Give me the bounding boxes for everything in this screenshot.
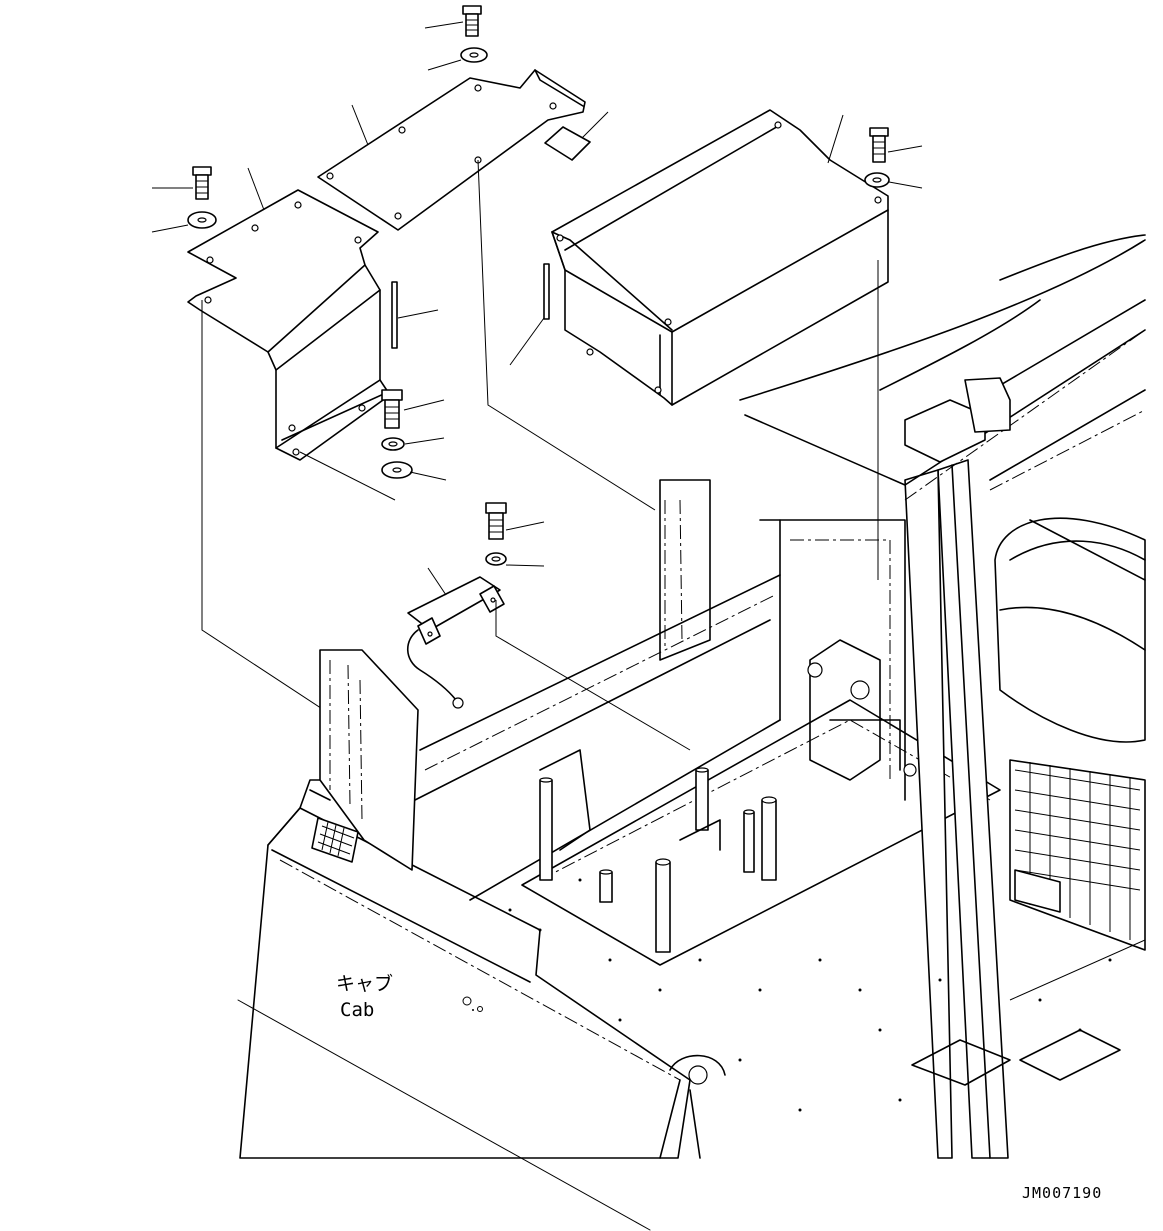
leader-line	[397, 309, 439, 319]
cab-marker-circles	[462, 996, 483, 1012]
right-bolt	[869, 127, 889, 163]
left-washer	[187, 211, 217, 229]
sensor-bolt	[485, 502, 507, 540]
mid-left-bolt	[381, 389, 403, 429]
leader-line	[151, 224, 189, 233]
drawing-code: JM007190	[1022, 1184, 1102, 1202]
leader-line	[505, 521, 545, 531]
leader-line	[403, 399, 445, 411]
top-bolt	[462, 5, 482, 37]
leader-line	[351, 104, 369, 146]
machine-frame	[237, 234, 1146, 1231]
mid-left-washer-1	[381, 437, 405, 451]
leader-line	[827, 114, 844, 164]
leader-line	[424, 21, 464, 29]
cab-vent-grille	[311, 817, 359, 863]
leader-line	[409, 471, 447, 481]
leader-line	[887, 145, 923, 153]
box-cover	[551, 109, 889, 406]
floor-rivets	[508, 878, 1112, 1112]
leader-line	[427, 59, 462, 71]
sensor-washer	[485, 552, 507, 566]
seal-strip-right	[543, 263, 550, 320]
cab-label-jp: キャブ	[336, 972, 393, 995]
left-bolt	[192, 166, 212, 200]
seal-strip-left	[391, 281, 398, 349]
leader-line	[505, 564, 545, 567]
top-washer	[460, 47, 488, 63]
leader-line	[247, 167, 265, 211]
leader-line	[581, 111, 609, 139]
left-l-cover	[187, 189, 391, 461]
leader-line	[404, 437, 445, 445]
leader-line	[509, 317, 545, 366]
sensor-bracket	[406, 576, 505, 709]
right-washer	[864, 172, 890, 188]
leader-line	[888, 181, 923, 189]
assembly-line	[299, 451, 396, 501]
cab-label-en: Cab	[340, 999, 374, 1021]
top-cover-plate	[317, 69, 591, 231]
leader-line	[427, 567, 447, 596]
mid-left-washer-2	[381, 461, 413, 479]
